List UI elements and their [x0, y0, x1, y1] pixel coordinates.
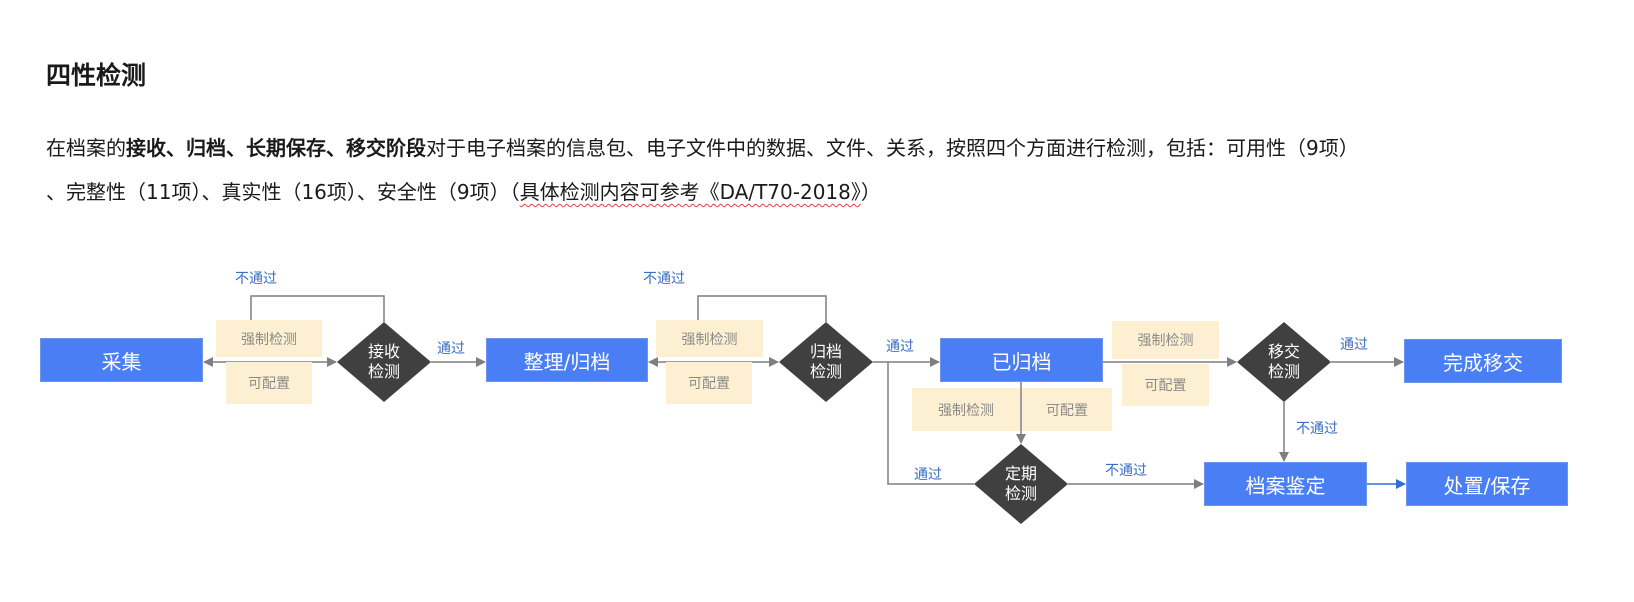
- label-fail: 不通过: [1105, 463, 1147, 479]
- description-paragraph: 在档案的接收、归档、长期保存、移交阶段对于电子档案的信息包、电子文件中的数据、文…: [46, 126, 1606, 214]
- label-fail: 不通过: [235, 271, 277, 287]
- page-title: 四性检测: [46, 61, 147, 90]
- reference-text: 具体检测内容可参考《DA/T70-2018》: [519, 180, 861, 204]
- node-organize-archive: 整理/归档: [486, 338, 648, 382]
- decision-label: 定期: [1004, 464, 1037, 483]
- label-fail: 不通过: [643, 271, 685, 287]
- node-transfer-complete: 完成移交: [1404, 339, 1562, 383]
- tag-configurable: 可配置: [666, 362, 752, 404]
- node-collect: 采集: [40, 338, 203, 382]
- text: 对于电子档案的信息包、电子文件中的数据、文件、关系，按照四个方面进行检测，包括：…: [426, 136, 1359, 160]
- tag-mandatory: 强制检测: [1112, 321, 1219, 359]
- text: ）: [860, 180, 881, 204]
- text: 在档案的: [46, 136, 126, 160]
- label-fail: 不通过: [1296, 421, 1338, 437]
- tag-mandatory: 强制检测: [216, 320, 322, 357]
- decision-archive-check: 归档检测: [779, 322, 873, 402]
- label-pass: 通过: [1340, 337, 1368, 353]
- decision-label: 检测: [1004, 484, 1037, 503]
- decision-label: 检测: [1267, 362, 1300, 381]
- decision-label: 接收: [367, 342, 400, 361]
- tag-mandatory: 强制检测: [656, 320, 763, 357]
- decision-label: 检测: [809, 362, 842, 381]
- node-dispose-preserve: 处置/保存: [1406, 462, 1568, 506]
- tag-mandatory: 强制检测: [912, 388, 1020, 431]
- decision-receive-check: 接收检测: [337, 322, 431, 402]
- node-archived: 已归档: [940, 338, 1103, 382]
- decision-label: 检测: [367, 362, 400, 381]
- tag-configurable: 可配置: [1122, 364, 1209, 406]
- decision-label: 归档: [809, 342, 842, 361]
- node-appraisal: 档案鉴定: [1204, 462, 1367, 506]
- tag-configurable: 可配置: [1022, 388, 1112, 431]
- label-pass: 通过: [437, 341, 465, 357]
- label-pass: 通过: [886, 339, 914, 355]
- label-pass: 通过: [914, 467, 942, 483]
- decision-transfer-check: 移交检测: [1237, 322, 1331, 402]
- decision-label: 移交: [1267, 342, 1300, 361]
- text: 、完整性（11项）、真实性（16项）、安全性（9项）（: [46, 180, 520, 204]
- decision-periodic-check: 定期检测: [974, 444, 1068, 524]
- bold-text: 接收、归档、长期保存、移交阶段: [126, 136, 426, 160]
- tag-configurable: 可配置: [226, 362, 312, 404]
